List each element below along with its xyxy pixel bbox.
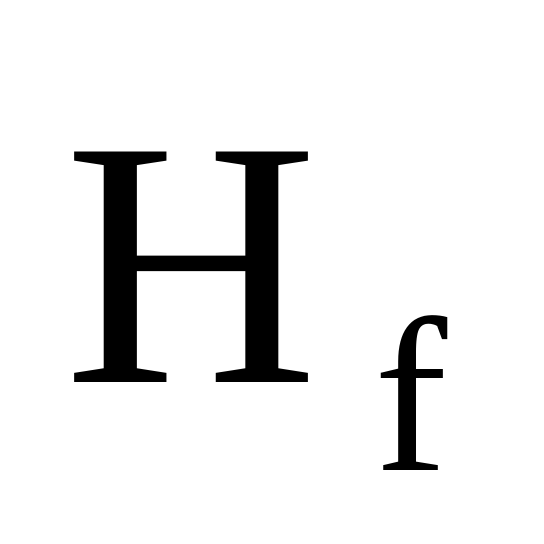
main-symbol: H — [64, 69, 319, 459]
subscript-symbol: f — [374, 274, 448, 518]
